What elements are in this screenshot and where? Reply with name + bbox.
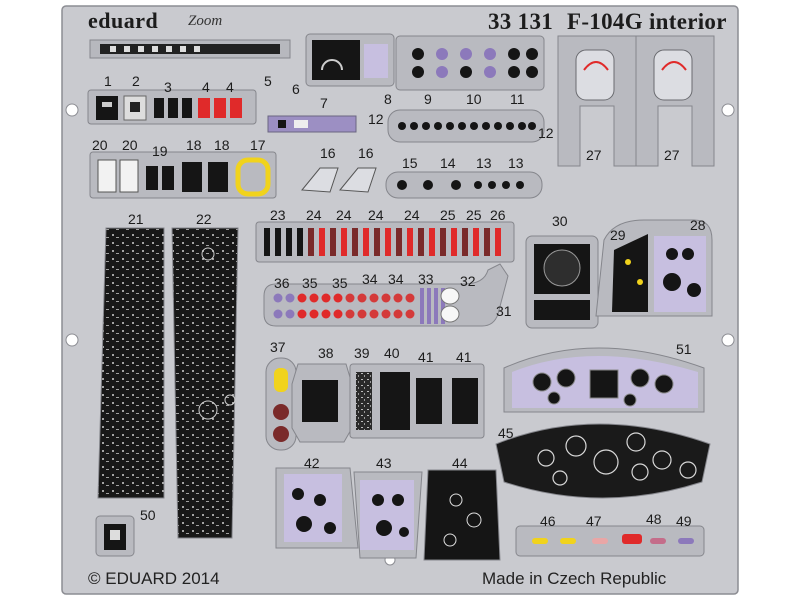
part-number-p13b: 13 (508, 155, 524, 171)
part-number-p12b: 12 (538, 125, 554, 141)
part-number-p16a: 16 (320, 145, 336, 161)
part-number-p20a: 20 (92, 137, 108, 153)
origin-text: Made in Czech Republic (482, 569, 667, 588)
part-number-p27b: 27 (664, 147, 680, 163)
part-number-p50: 50 (140, 507, 156, 523)
part-number-p28: 28 (690, 217, 706, 233)
part-number-p30: 30 (552, 213, 568, 229)
part-number-p23: 23 (270, 207, 286, 223)
set-number: 33 131 (488, 9, 554, 34)
part-7-strip (267, 115, 357, 133)
panel-21-side-console (97, 227, 165, 499)
part-number-p41b: 41 (456, 349, 472, 365)
part-number-p45: 45 (498, 425, 514, 441)
knob-panel-8-11 (395, 35, 545, 91)
part-number-p36: 36 (274, 275, 290, 291)
part-number-p46: 46 (540, 513, 556, 529)
part-number-p25a: 25 (440, 207, 456, 223)
part-number-p31: 31 (496, 303, 512, 319)
set-title: F-104G interior (567, 9, 727, 34)
part-number-p33: 33 (418, 271, 434, 287)
copyright-text: © EDUARD 2014 (88, 569, 220, 588)
part-16-pedal (301, 167, 339, 193)
part-number-p24a: 24 (306, 207, 322, 223)
part-number-p17: 17 (250, 137, 266, 153)
brand-logo-text: eduard (88, 8, 159, 33)
part-16-pedal (339, 167, 377, 193)
part-number-p2: 2 (132, 73, 140, 89)
part-number-p12a: 12 (368, 111, 384, 127)
part-number-p6: 6 (292, 81, 300, 97)
part-number-p16b: 16 (358, 145, 374, 161)
part-number-p4a: 4 (202, 79, 210, 95)
panel-45-instrument-panel (495, 423, 711, 499)
panel-44-console (423, 469, 501, 561)
zoom-logo-text: Zoom (188, 13, 223, 29)
part-number-p3: 3 (164, 79, 172, 95)
mounting-hole (65, 103, 79, 117)
part-number-p38: 38 (318, 345, 334, 361)
part-number-p10: 10 (466, 91, 482, 107)
part-number-p19: 19 (152, 143, 168, 159)
panel-22-side-console (171, 227, 239, 539)
part-number-p7: 7 (320, 95, 328, 111)
part-number-p41a: 41 (418, 349, 434, 365)
part-number-p18b: 18 (214, 137, 230, 153)
part-number-p25b: 25 (466, 207, 482, 223)
part-number-p8: 8 (384, 91, 392, 107)
part-number-p32: 32 (460, 273, 476, 289)
part-number-p9: 9 (424, 91, 432, 107)
part-number-p37: 37 (270, 339, 286, 355)
part-number-p40: 40 (384, 345, 400, 361)
part-number-p34a: 34 (362, 271, 378, 287)
part-number-p29: 29 (610, 227, 626, 243)
mounting-hole (721, 333, 735, 347)
part-number-p4b: 4 (226, 79, 234, 95)
part-number-p1: 1 (104, 73, 112, 89)
mounting-hole (721, 103, 735, 117)
part-number-p11: 11 (510, 91, 525, 107)
parts-13-15-strip (385, 171, 543, 199)
part-number-p47: 47 (586, 513, 602, 529)
part-number-p51: 51 (676, 341, 692, 357)
part-number-p21: 21 (128, 211, 144, 227)
part-number-p24d: 24 (404, 207, 420, 223)
part-number-p35b: 35 (332, 275, 348, 291)
part-number-p26: 26 (490, 207, 506, 223)
part-number-p27a: 27 (586, 147, 602, 163)
part-number-p24c: 24 (368, 207, 384, 223)
part-number-p35a: 35 (302, 275, 318, 291)
part-number-p5: 5 (264, 73, 272, 89)
part-number-p13a: 13 (476, 155, 492, 171)
part-number-p48: 48 (646, 511, 662, 527)
mounting-hole (65, 333, 79, 347)
part-number-p24b: 24 (336, 207, 352, 223)
part-number-p39: 39 (354, 345, 370, 361)
part-number-p15: 15 (402, 155, 418, 171)
part-number-p22: 22 (196, 211, 212, 227)
part-number-p34b: 34 (388, 271, 404, 287)
parts-46-49-strip (515, 525, 705, 557)
part-number-p14: 14 (440, 155, 456, 171)
part-number-p42: 42 (304, 455, 320, 471)
part-number-p49: 49 (676, 513, 692, 529)
part-number-p43: 43 (376, 455, 392, 471)
part-number-p18a: 18 (186, 137, 202, 153)
part-number-p44: 44 (452, 455, 468, 471)
part-number-p20b: 20 (122, 137, 138, 153)
